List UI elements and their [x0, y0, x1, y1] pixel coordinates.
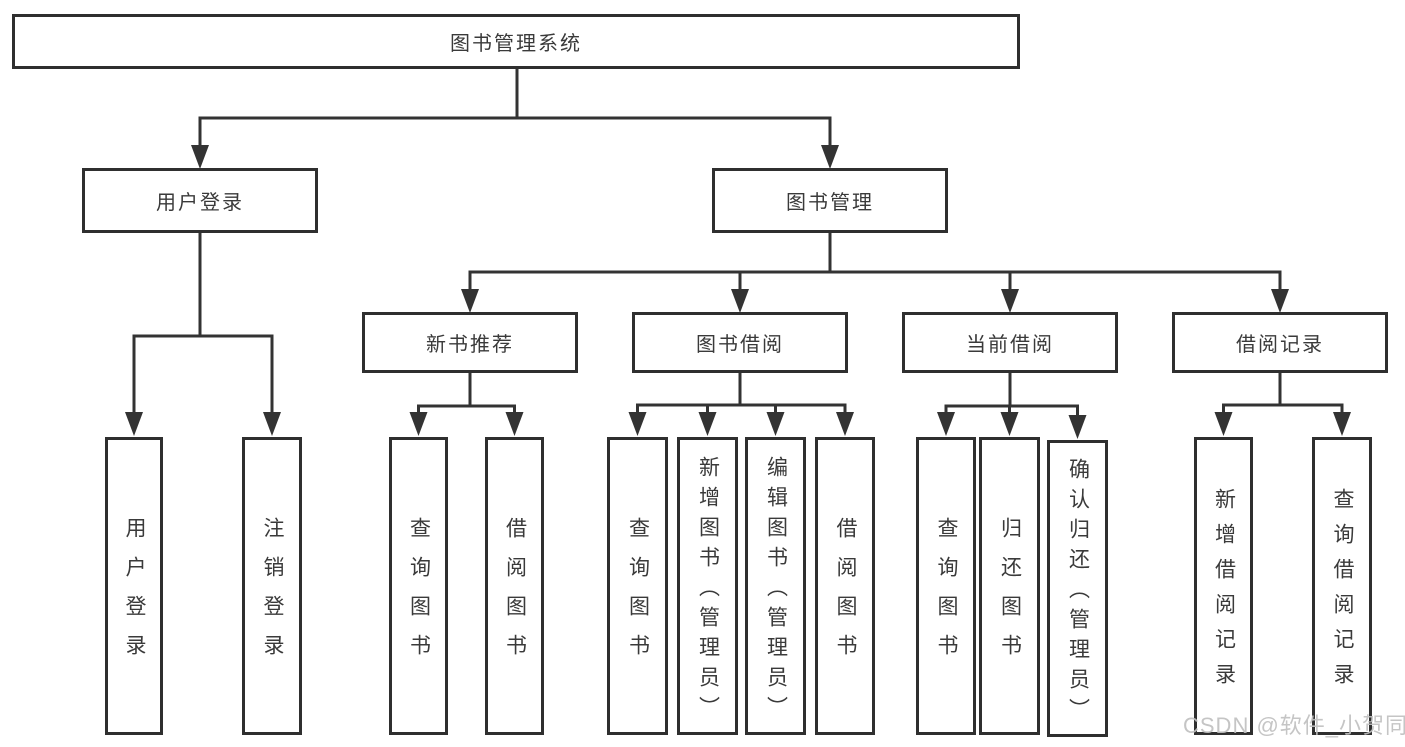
connector-root-to-level2 [191, 68, 839, 169]
node-root-library-system: 图书管理系统 [12, 14, 1020, 69]
node-label: 新书推荐 [426, 334, 514, 356]
node-current-borrowing: 当前借阅 [902, 312, 1118, 373]
node-label: 注销登录 [261, 517, 284, 673]
node-label: 图书管理 [786, 192, 874, 214]
node-label: 编辑图书（管理员） [764, 455, 788, 726]
node-label: 用户登录 [156, 192, 244, 214]
leaf-confirm-return-admin: 确认归还（管理员） [1047, 440, 1108, 737]
node-label: 查询借阅记录 [1331, 488, 1354, 698]
node-label: 借阅图书 [834, 517, 857, 673]
node-label: 借阅记录 [1236, 334, 1324, 356]
leaf-edit-book-admin: 编辑图书（管理员） [745, 437, 806, 735]
node-label: 确认归还（管理员） [1066, 458, 1090, 728]
leaf-user-login: 用户登录 [105, 437, 163, 735]
leaf-logout: 注销登录 [242, 437, 302, 735]
node-label: 查询图书 [626, 517, 650, 673]
node-label: 用户登录 [123, 517, 146, 673]
node-new-book-recommend: 新书推荐 [362, 312, 578, 373]
node-label: 借阅图书 [503, 517, 527, 673]
leaf-return-book: 归还图书 [979, 437, 1040, 735]
leaf-add-borrow-record: 新增借阅记录 [1194, 437, 1253, 735]
leaf-add-book-admin: 新增图书（管理员） [677, 437, 738, 735]
node-user-login-group: 用户登录 [82, 168, 318, 233]
node-label: 查询图书 [407, 517, 431, 673]
leaf-borrow-books-recommend: 借阅图书 [485, 437, 544, 735]
leaf-query-books-recommend: 查询图书 [389, 437, 448, 735]
connector-borrowing-to-leaves [628, 373, 854, 436]
connector-login-to-leaves [125, 233, 281, 436]
node-borrowing-records: 借阅记录 [1172, 312, 1388, 373]
leaf-query-borrow-record: 查询借阅记录 [1312, 437, 1372, 735]
node-label: 图书管理系统 [450, 33, 582, 55]
node-label: 当前借阅 [966, 334, 1054, 356]
node-label: 新增借阅记录 [1212, 488, 1236, 698]
csdn-watermark: CSDN @软件_小贺同学 [1183, 713, 1405, 738]
node-label: 图书借阅 [696, 334, 784, 356]
node-book-management: 图书管理 [712, 168, 948, 233]
node-book-borrowing: 图书借阅 [632, 312, 848, 373]
leaf-query-books-current: 查询图书 [916, 437, 976, 735]
node-label: 查询图书 [935, 517, 958, 673]
node-label: 归还图书 [998, 517, 1022, 673]
connector-mgmt-to-level3 [461, 233, 1289, 313]
connector-records-to-leaves [1214, 373, 1351, 436]
node-label: 新增图书（管理员） [696, 455, 720, 726]
leaf-query-books-borrowing: 查询图书 [607, 437, 668, 735]
connector-current-to-leaves [937, 373, 1087, 439]
connector-recommend-to-leaves [409, 373, 524, 436]
leaf-borrow-books-borrowing: 借阅图书 [815, 437, 875, 735]
